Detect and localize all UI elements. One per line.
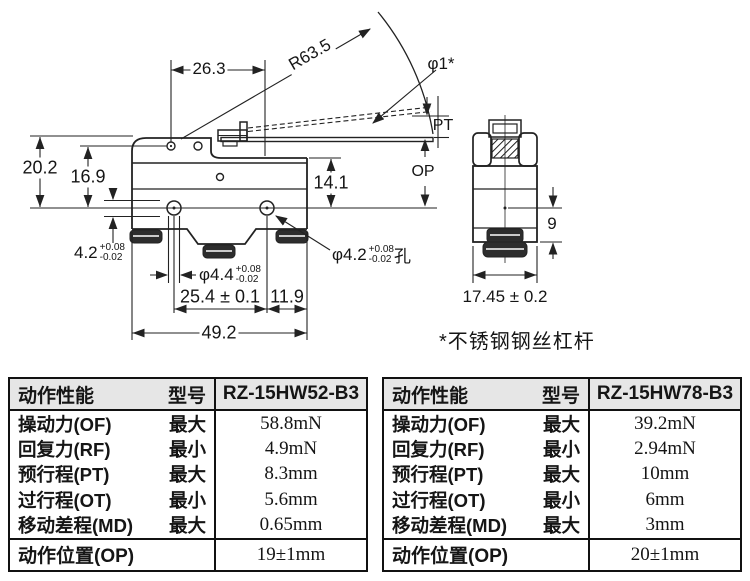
dim-25-4: 25.4 ± 0.1 <box>180 286 260 307</box>
table-row: 操动力(OF)最大 <box>18 413 206 435</box>
dim-4-4-base: φ4.4 <box>199 265 234 284</box>
dim-14-1: 14.1 <box>311 172 351 194</box>
table-row: 过行程(OT)最小 <box>18 489 206 511</box>
dim-4-2hole-tolerance: +0.08 -0.02 <box>368 243 394 265</box>
table1-header-model-label: 型号 <box>167 385 206 407</box>
lever-swing-arc <box>377 11 434 135</box>
table-value: 0.65mm <box>259 514 323 536</box>
spec-table-rz-15hw52-b3: 动作性能 型号 RZ-15HW52-B3 操动力(OF)最大 回复力(RF)最小… <box>8 377 368 572</box>
table-value: 5.6mm <box>264 488 318 510</box>
dim-hole-4-2: φ4.2 +0.08 -0.02 孔 <box>332 242 411 267</box>
dim-26-3: 26.3 <box>190 59 228 79</box>
front-view <box>129 11 434 259</box>
dim-4-2hole-suffix: 孔 <box>393 247 411 266</box>
table2-model: RZ-15HW78-B3 <box>588 379 740 409</box>
table-value: 10mm <box>640 463 690 485</box>
dim-49-2: 49.2 <box>199 322 239 344</box>
table-row: 预行程(PT)最大 <box>392 464 580 486</box>
table2-header-performance: 动作性能 <box>392 385 469 407</box>
table-value: 6mm <box>645 488 685 510</box>
dim-11-9: 11.9 <box>270 286 304 307</box>
table1-op-row: 动作位置(OP) 19±1mm <box>10 537 366 570</box>
dimension-drawing: 26.3 R63.5 φ1* PT OP 20.2 16.9 14.1 4.2 … <box>20 11 595 353</box>
dim-4-2hole-base: φ4.2 <box>332 244 367 264</box>
table2-op-row: 动作位置(OP) 20±1mm <box>384 537 740 570</box>
table-value: 39.2mN <box>634 412 696 434</box>
dimension-lines <box>30 28 562 340</box>
table2-header-model-label: 型号 <box>541 385 580 407</box>
dim-hole-4-4: φ4.4 +0.08 -0.02 <box>199 265 261 285</box>
dim-lever-diameter: φ1* <box>427 54 455 73</box>
dim-16-9: 16.9 <box>68 166 108 188</box>
table-row: 操动力(OF)最大 <box>392 413 580 435</box>
table-row: 移动差程(MD)最大 <box>392 515 580 537</box>
table-value: 3mm <box>645 514 685 536</box>
table-row: 回复力(RF)最小 <box>392 439 580 461</box>
spec-table-rz-15hw78-b3: 动作性能 型号 RZ-15HW78-B3 操动力(OF)最大 回复力(RF)最小… <box>382 377 742 572</box>
table-value: 2.94mN <box>634 438 696 460</box>
dim-4-2-base: 4.2 <box>74 243 98 262</box>
lever-arm <box>220 136 434 143</box>
table1-header-performance: 动作性能 <box>18 385 95 407</box>
table-row: 回复力(RF)最小 <box>18 439 206 461</box>
table-value: 4.9mN <box>264 438 318 460</box>
table2-header: 动作性能 型号 RZ-15HW78-B3 <box>384 379 740 411</box>
table1-header: 动作性能 型号 RZ-15HW52-B3 <box>10 379 366 411</box>
table-row: 预行程(PT)最大 <box>18 464 206 486</box>
lever-clip <box>217 121 248 147</box>
table-value: 8.3mm <box>264 463 318 485</box>
table-value: 58.8mN <box>260 412 322 434</box>
table1-model: RZ-15HW52-B3 <box>214 379 366 409</box>
drawing-canvas <box>30 11 562 340</box>
dim-20-2: 20.2 <box>20 157 60 179</box>
dim-op: OP <box>411 163 435 180</box>
dim-4-2-tol: 4.2 +0.08 -0.02 <box>74 243 125 263</box>
dim-9: 9 <box>545 214 559 234</box>
dim-pt: PT <box>432 117 454 134</box>
lever-free-position <box>247 106 432 133</box>
side-view <box>472 115 538 263</box>
dim-4-4-tolerance: +0.08 -0.02 <box>235 264 261 285</box>
dim-4-2-tolerance: +0.08 -0.02 <box>99 242 125 263</box>
table-row: 移动差程(MD)最大 <box>18 515 206 537</box>
table-row: 过行程(OT)最小 <box>392 489 580 511</box>
dim-17-45: 17.45 ± 0.2 <box>462 287 548 306</box>
footnote-stainless-lever: *不锈钢钢丝杠杆 <box>439 331 595 353</box>
terminal-screws <box>129 229 309 259</box>
